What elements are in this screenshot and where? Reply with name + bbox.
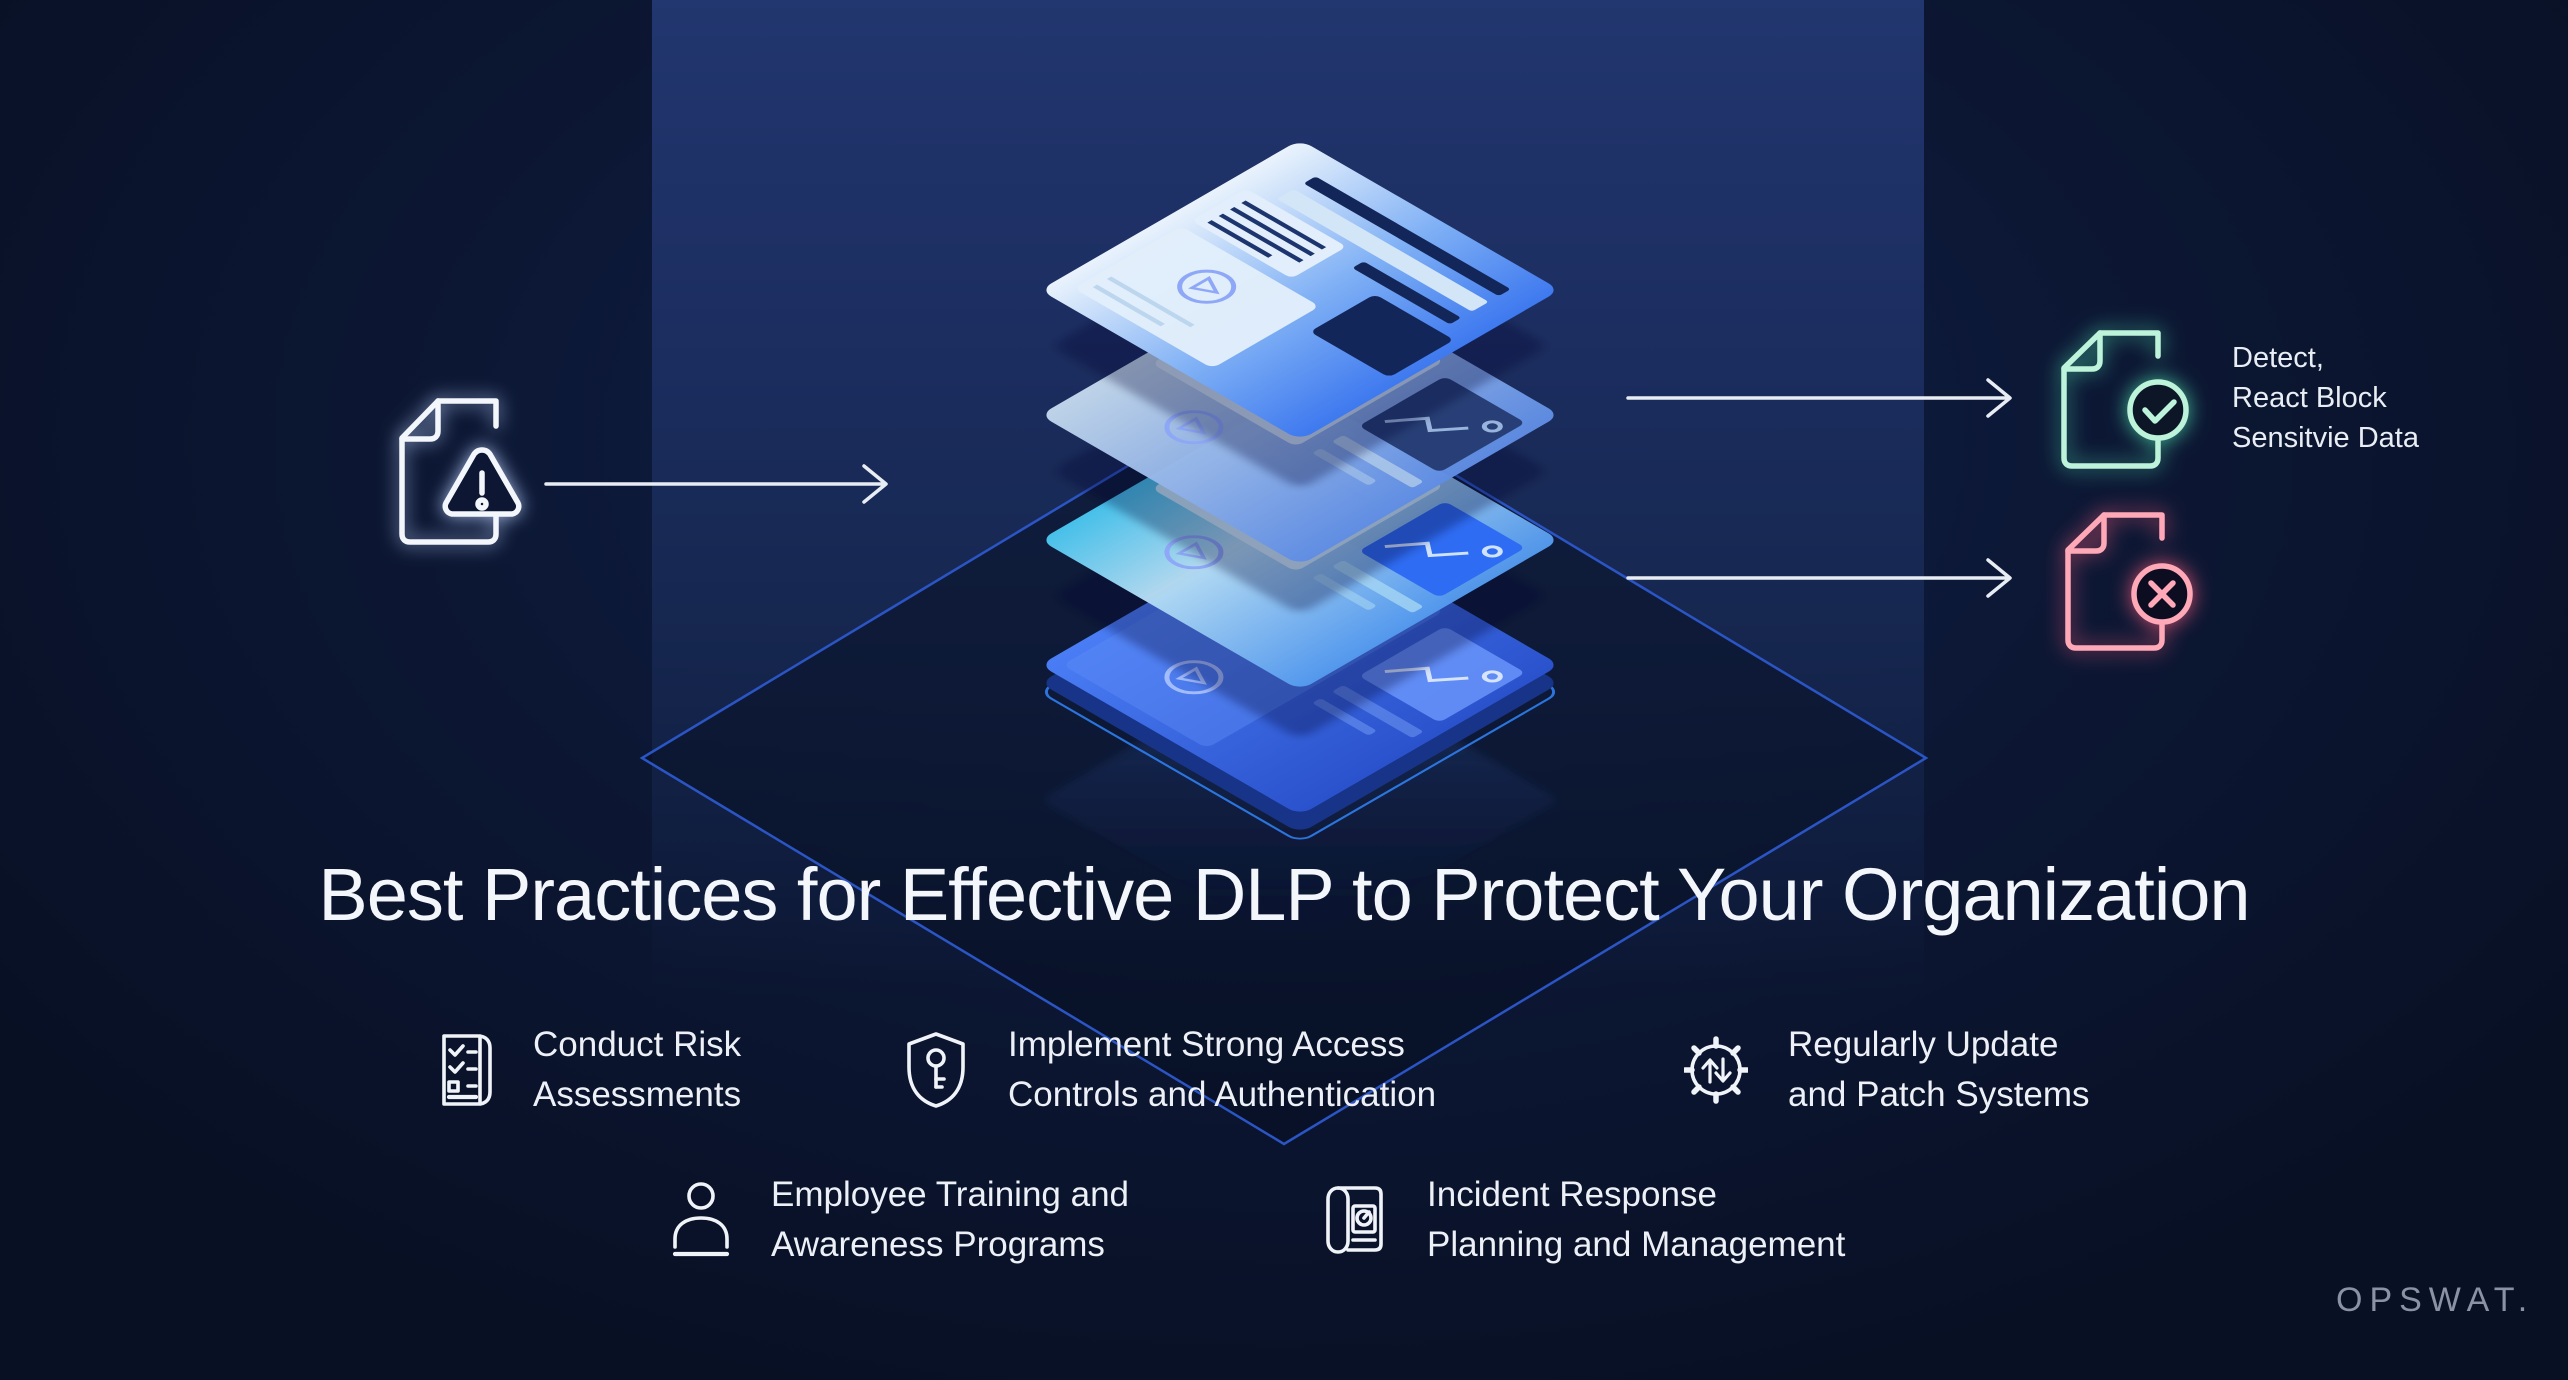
practice-risk-assessments: Conduct Risk Assessments (439, 1018, 741, 1122)
practice-label: Conduct Risk Assessments (533, 1025, 742, 1114)
document-warning-icon (399, 398, 522, 545)
flow-arrow-left (544, 464, 888, 504)
checklist-document-icon (442, 1034, 492, 1106)
infographic-title: Best Practices for Effective DLP to Prot… (318, 853, 2250, 936)
practice-update-patch: Regularly Update and Patch Systems (1684, 1018, 2090, 1122)
incident-plan-icon (1326, 1186, 1383, 1254)
detection-note-line: Sensitvie Data (2232, 422, 2419, 454)
document-blocked-icon (2065, 512, 2193, 651)
flow-arrow-right-bottom (1626, 558, 2012, 598)
shield-key-icon (907, 1032, 965, 1108)
practice-access-controls: Implement Strong Access Controls and Aut… (904, 1018, 1436, 1122)
person-icon (672, 1182, 730, 1257)
layered-pages-illustration (1044, 143, 1556, 947)
practice-label: Implement Strong Access Controls and Aut… (1008, 1025, 1437, 1114)
practice-employee-training: Employee Training and Awareness Programs (669, 1168, 1129, 1272)
detection-note: Detect, React Block Sensitvie Data (2232, 338, 2562, 458)
practice-incident-response: Incident Response Planning and Managemen… (1323, 1168, 1845, 1272)
gear-sync-icon (1684, 1036, 1748, 1104)
detection-note-line: Detect, (2232, 342, 2324, 374)
detection-note-line: React Block (2232, 382, 2387, 414)
document-approved-icon (2061, 330, 2189, 469)
opswat-logo: OPSWAT. (2336, 1281, 2535, 1319)
practice-label: Regularly Update and Patch Systems (1788, 1025, 2090, 1114)
flow-arrow-right-top (1626, 378, 2012, 418)
practice-label: Employee Training and Awareness Programs (771, 1175, 1129, 1264)
page-layer-1 (1046, 143, 1554, 437)
practice-label: Incident Response Planning and Managemen… (1427, 1175, 1846, 1264)
